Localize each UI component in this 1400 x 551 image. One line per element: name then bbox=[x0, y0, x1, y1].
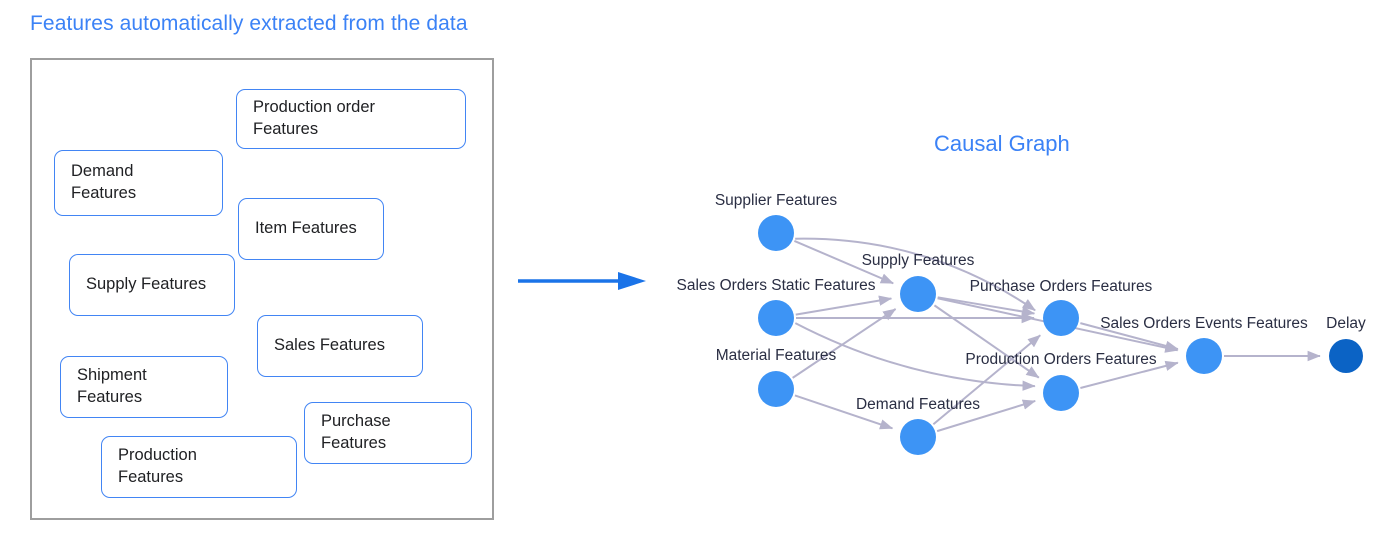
graph-node[interactable] bbox=[1043, 300, 1079, 336]
graph-nodes bbox=[758, 215, 1363, 455]
feature-box: Production Features bbox=[101, 436, 297, 498]
graph-node[interactable] bbox=[1043, 375, 1079, 411]
graph-node-label: Sales Orders Events Features bbox=[1100, 315, 1308, 332]
graph-node[interactable] bbox=[758, 215, 794, 251]
causal-graph-canvas bbox=[758, 215, 1363, 455]
graph-edge bbox=[794, 322, 1036, 391]
graph-edge bbox=[1080, 360, 1179, 389]
graph-edge bbox=[937, 296, 1036, 317]
graph-node[interactable] bbox=[758, 371, 794, 407]
graph-edge bbox=[933, 304, 1040, 379]
graph-edge bbox=[795, 237, 1036, 312]
graph-node-label: Demand Features bbox=[855, 396, 981, 413]
graph-edge bbox=[793, 239, 894, 285]
feature-box: Demand Features bbox=[54, 150, 223, 216]
graph-edges bbox=[792, 237, 1321, 433]
graph-node-label: Supply Features bbox=[861, 252, 975, 269]
graph-node-label: Supplier Features bbox=[714, 192, 838, 209]
graph-node-label: Production Orders Features bbox=[965, 351, 1157, 368]
feature-box: Sales Features bbox=[257, 315, 423, 377]
left-section-title: Features automatically extracted from th… bbox=[30, 12, 468, 35]
graph-edge bbox=[795, 295, 893, 316]
feature-box: Purchase Features bbox=[304, 402, 472, 464]
graph-edge bbox=[932, 334, 1041, 425]
graph-node-label: Delay bbox=[1326, 315, 1366, 332]
feature-box: Production order Features bbox=[236, 89, 466, 149]
graph-node[interactable] bbox=[900, 419, 936, 455]
graph-node-label: Sales Orders Static Features bbox=[676, 277, 876, 294]
graph-node-label: Material Features bbox=[715, 347, 837, 364]
transform-arrow bbox=[518, 272, 646, 290]
causal-graph-title: Causal Graph bbox=[934, 131, 1070, 156]
feature-box: Supply Features bbox=[69, 254, 235, 316]
graph-edge bbox=[792, 308, 897, 379]
graph-node[interactable] bbox=[758, 300, 794, 336]
graph-node[interactable] bbox=[1186, 338, 1222, 374]
graph-edge bbox=[936, 399, 1036, 433]
feature-box: Shipment Features bbox=[60, 356, 228, 418]
feature-box: Item Features bbox=[238, 198, 384, 260]
graph-node[interactable] bbox=[900, 276, 936, 312]
graph-node[interactable] bbox=[1329, 339, 1363, 373]
graph-edge bbox=[794, 394, 894, 430]
graph-edge bbox=[1080, 322, 1179, 351]
graph-node-label: Purchase Orders Features bbox=[969, 278, 1153, 295]
